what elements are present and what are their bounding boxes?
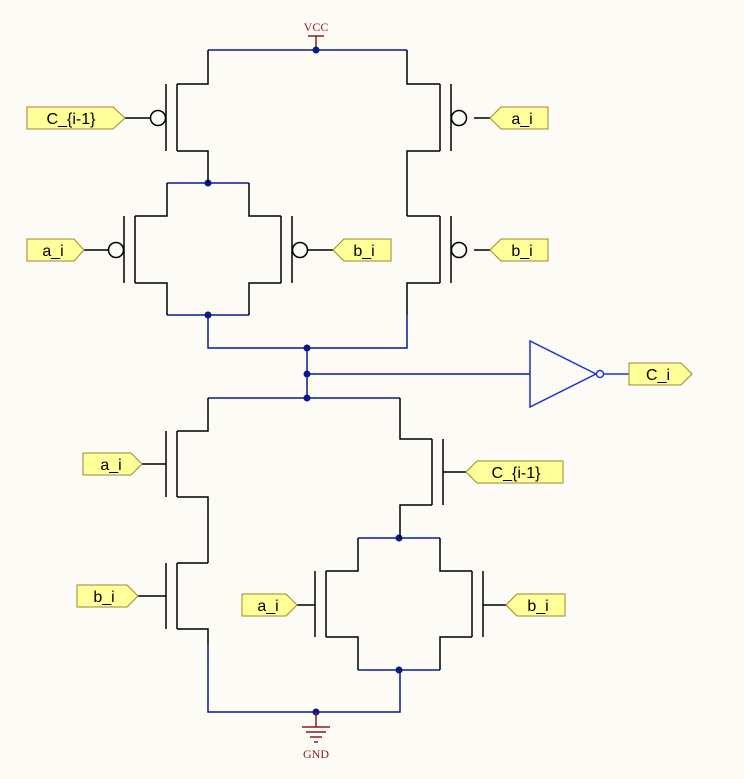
gnd-symbol: GND [302, 712, 330, 761]
inversion-bubble [291, 241, 309, 259]
port-c-prev-top[interactable]: C_{i-1} [26, 106, 126, 130]
gnd-label: GND [303, 747, 329, 761]
junction-dots [204, 46, 403, 716]
svg-text:b_i: b_i [93, 589, 114, 606]
svg-text:C_{i-1}: C_{i-1} [492, 465, 542, 482]
nmos-transistor-a-left [165, 398, 209, 563]
svg-text:a_i: a_i [42, 243, 63, 260]
ports: C_{i-1} a_i a_i b_i a_i a_i b_i b_ [26, 106, 693, 617]
port-a-i-left-bottom[interactable]: a_i [82, 452, 143, 476]
port-b-i-right-top[interactable]: b_i [489, 238, 549, 262]
gate-leads [84, 109, 506, 606]
svg-text:a_i: a_i [257, 598, 278, 615]
svg-text:C_i: C_i [646, 367, 670, 384]
inversion-bubble [149, 109, 167, 127]
port-b-i-left-bottom[interactable]: b_i [76, 584, 139, 608]
svg-text:b_i: b_i [527, 598, 548, 615]
svg-text:b_i: b_i [511, 243, 532, 260]
junction-dot [395, 534, 403, 542]
inversion-bubble [450, 109, 468, 127]
svg-text:b_i: b_i [353, 243, 374, 260]
junction-dot [303, 394, 311, 402]
port-c-prev-bottom[interactable]: C_{i-1} [465, 460, 564, 484]
port-a-i-right-top[interactable]: a_i [489, 106, 549, 130]
transistors [123, 50, 484, 670]
vcc-label: VCC [304, 20, 329, 34]
port-b-i-mid-top[interactable]: b_i [332, 238, 392, 262]
pmos-transistor-b-right [406, 215, 452, 315]
pmos-transistor-a-right [406, 50, 452, 216]
pmos-transistor-a-left [123, 183, 168, 315]
junction-dot [395, 666, 403, 674]
nmos-transistor-c-prev [399, 398, 444, 538]
nmos-transistor-a-bottom [314, 538, 359, 670]
junction-dot [303, 370, 311, 378]
svg-text:a_i: a_i [511, 111, 532, 128]
nmos-transistor-b-bottom [439, 538, 484, 670]
port-a-i-left-top[interactable]: a_i [26, 238, 85, 262]
junction-dot [303, 344, 311, 352]
port-c-i-output[interactable]: C_i [628, 362, 693, 386]
junction-dot [312, 46, 320, 54]
inversion-bubble [450, 241, 468, 259]
inverter-bubble [595, 369, 605, 379]
inversion-bubble [107, 241, 125, 259]
pull-up-wires [167, 49, 530, 713]
pmos-transistor-c-prev [165, 50, 209, 183]
pmos-transistor-b-middle [248, 183, 293, 315]
output-inverter [529, 339, 629, 409]
junction-dot [204, 311, 212, 319]
svg-text:C_{i-1}: C_{i-1} [47, 111, 97, 128]
port-a-i-mid-bottom[interactable]: a_i [241, 593, 298, 617]
svg-text:a_i: a_i [100, 457, 121, 474]
vcc-power-symbol: VCC [304, 20, 329, 50]
port-b-i-right-bottom[interactable]: b_i [505, 593, 566, 617]
nmos-transistor-b-left [165, 562, 209, 645]
